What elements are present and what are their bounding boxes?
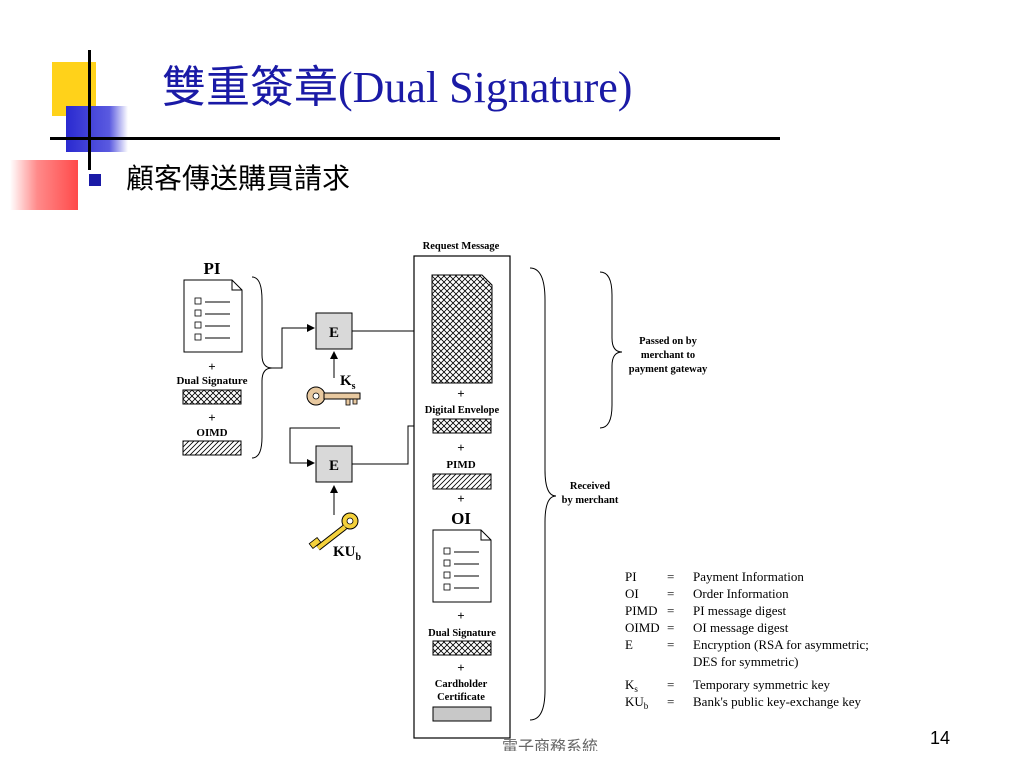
legend-eq: = [667,603,674,618]
legend-eq: = [667,586,674,601]
decor-horizontal-line [50,137,780,140]
received-label: by merchant [562,495,619,506]
passed-on-label: Passed on by [639,336,698,347]
legend-eq: = [667,569,674,584]
ks-label: Ks [340,373,356,392]
passed-on-brace [599,271,623,429]
legend-eq: = [667,694,674,709]
plus-sign: + [457,608,464,623]
legend-desc: OI message digest [693,620,789,635]
dual-signature-block [432,640,492,656]
legend: PI = Payment Information OI = Order Info… [625,569,869,711]
plus-sign: + [457,491,464,506]
passed-on-label: merchant to [641,350,695,361]
legend-abbr: OI [625,586,639,601]
legend-abbr: PIMD [625,603,658,618]
legend-desc: DES for symmetric) [693,654,798,669]
digital-envelope-block [432,418,492,434]
received-label: Received [570,481,610,492]
decor-red-square [10,160,78,210]
legend-abbr: OIMD [625,620,660,635]
connector-line [272,324,315,369]
oi-title: OI [451,509,471,528]
plus-sign: + [457,386,464,401]
footer-text: 電子商務系統 [501,739,598,751]
legend-abbr: PI [625,569,637,584]
bullet-marker-icon [89,174,101,186]
plus-sign: + [208,410,215,425]
slide-title: 雙重簽章(Dual Signature) [162,63,633,112]
legend-eq: = [667,637,674,652]
oimd-label: OIMD [196,427,227,439]
legend-abbr: E [625,637,633,652]
legend-desc: Encryption (RSA for asymmetric; [693,637,869,652]
encrypt-box-upper [315,312,353,350]
received-brace [529,267,557,721]
connector-line [289,427,340,467]
left-brace [251,276,273,459]
bullet-text: 顧客傳送購買請求 [126,164,351,195]
legend-desc: Payment Information [693,569,804,584]
cardholder-certificate-label: Cardholder [435,679,488,690]
dual-signature-label: Dual Signature [428,628,496,639]
legend-desc: Order Information [693,586,789,601]
session-key-icon [306,386,361,406]
dual-signature-block [182,389,242,405]
pi-document-icon [183,279,243,353]
kub-label: KUb [333,544,362,563]
legend-abbr: Ks [625,677,638,694]
decor-vertical-line [88,50,91,170]
decor-blue-square [66,106,128,152]
cardholder-certificate-block [432,706,492,722]
oimd-block [182,440,242,456]
encrypted-payload-block [431,274,493,384]
pimd-block [432,473,492,490]
legend-desc: PI message digest [693,603,787,618]
request-message-header: Request Message [423,241,500,252]
page-number: 14 [930,728,951,748]
bank-public-key-icon [308,512,359,551]
plus-sign: + [457,440,464,455]
pimd-label: PIMD [446,459,475,471]
passed-on-label: payment gateway [629,364,708,375]
legend-desc: Temporary symmetric key [693,677,830,692]
encrypt-box-label: E [329,325,339,341]
digital-envelope-label: Digital Envelope [425,405,500,416]
plus-sign: + [208,359,215,374]
legend-eq: = [667,677,674,692]
dual-signature-label: Dual Signature [176,375,247,387]
plus-sign: + [457,660,464,675]
encrypt-box-label: E [329,458,339,474]
cardholder-certificate-label: Certificate [437,692,485,703]
pi-title: PI [204,259,221,278]
encrypt-box-lower [315,445,353,483]
legend-desc: Bank's public key-exchange key [693,694,862,709]
legend-abbr: KUb [625,694,649,711]
oi-document-icon [432,529,492,603]
legend-eq: = [667,620,674,635]
